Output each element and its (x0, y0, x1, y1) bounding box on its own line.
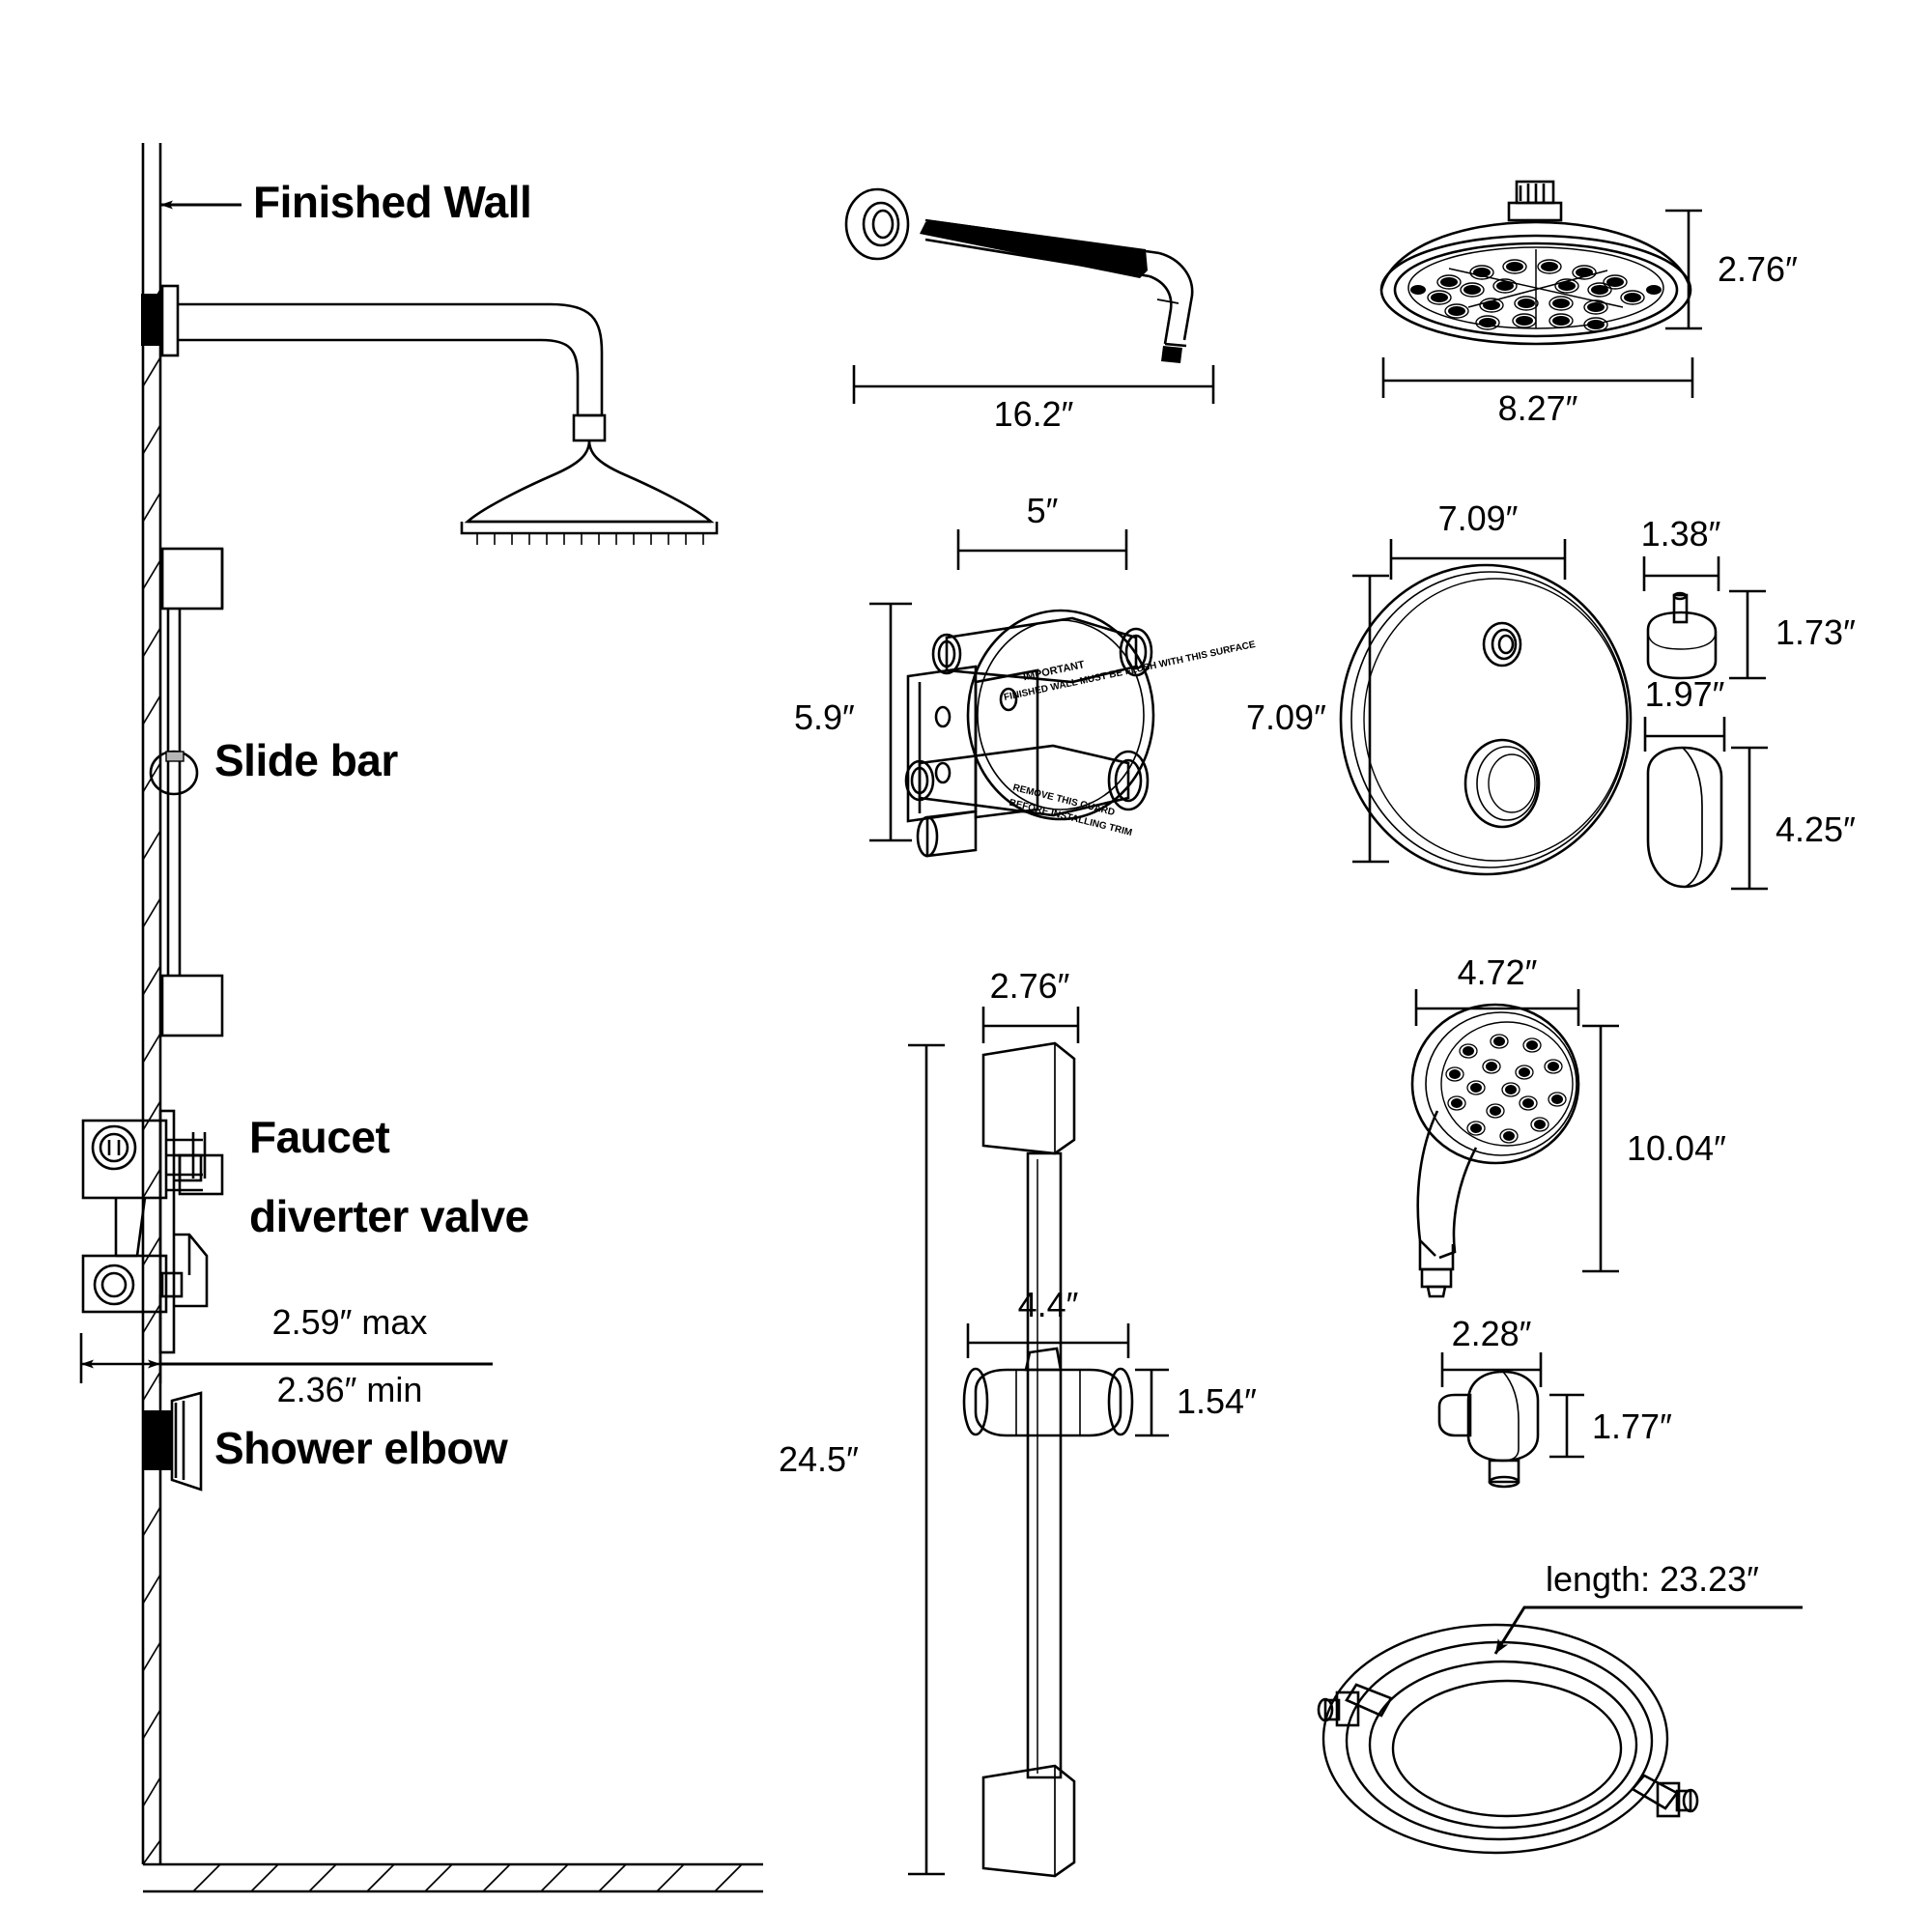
rain-shower-head-iso (1379, 180, 1692, 346)
dim-label-lever-height: 4.25″ (1776, 810, 1856, 849)
finished-wall-section (141, 143, 763, 1893)
dim-label-trim-plate-width: 7.09″ (1437, 498, 1519, 538)
slide-bar-elevation (149, 547, 224, 1037)
callout-shower-elbow: Shower elbow (214, 1423, 508, 1473)
dim-label-valve-width: 5″ (1026, 491, 1059, 530)
faucet-diverter-valve-elevation (81, 1109, 224, 1354)
dim-slide-bar-length (908, 1043, 945, 1876)
shower-hose-iso (1317, 1623, 1699, 1855)
callout-faucet-line1: Faucet (249, 1112, 390, 1162)
dim-handheld-length (1582, 1024, 1619, 1273)
hose-leader (1493, 1605, 1803, 1655)
dim-lever-height (1731, 746, 1768, 891)
dim-elbow-width (1440, 1352, 1543, 1387)
dim-label-slide-bar-length: 24.5″ (779, 1439, 859, 1479)
rough-in-valve-iso (904, 609, 1155, 858)
lever-handle-iso (1646, 746, 1723, 889)
dim-label-rain-head-height: 2.76″ (1718, 249, 1798, 289)
dim-handheld-width (1414, 989, 1580, 1026)
dim-label-trim-plate-height: 7.09″ (1246, 697, 1326, 737)
shower-elbow-elevation (143, 1391, 203, 1492)
dim-slider-width (966, 1323, 1130, 1358)
dim-slider-height (1135, 1368, 1169, 1437)
rain-head-elevation (460, 440, 719, 545)
diverter-knob-iso (1646, 591, 1718, 680)
dim-label-slider-height: 1.54″ (1177, 1381, 1257, 1421)
dim-rain-head-width (1381, 357, 1694, 398)
dim-rain-head-height (1665, 209, 1702, 330)
dim-label-lever-width: 1.97″ (1644, 674, 1725, 714)
dim-lever-width (1643, 717, 1726, 752)
callout-faucet-line2: diverter valve (249, 1191, 529, 1241)
dim-label-wall-min: 2.36″ min (276, 1370, 423, 1409)
dim-valve-width (956, 529, 1128, 570)
dim-slide-bracket-width (981, 1007, 1080, 1043)
dim-label-handheld-length: 10.04″ (1627, 1128, 1726, 1168)
dim-label-elbow-height: 1.77″ (1592, 1406, 1672, 1446)
dim-trim-plate-width (1389, 539, 1567, 580)
wall-depth-dimension (79, 1294, 493, 1383)
dim-label-knob-height: 1.73″ (1776, 612, 1856, 652)
dim-shower-arm-length (852, 365, 1215, 404)
callout-slide-bar: Slide bar (214, 735, 398, 785)
dim-knob-width (1642, 556, 1720, 591)
dim-label-valve-height: 5.9″ (794, 697, 855, 737)
handheld-shower-iso (1410, 1003, 1580, 1298)
dim-label-slide-bracket-width: 2.76″ (989, 966, 1070, 1006)
shower-arm-elevation (141, 284, 607, 442)
callout-finished-wall: Finished Wall (253, 177, 532, 227)
dim-trim-plate-height (1352, 574, 1389, 864)
dim-label-slider-width: 4.4″ (1017, 1285, 1079, 1324)
shower-arm-exploded (844, 187, 1194, 363)
dim-valve-height (869, 602, 912, 842)
dim-label-rain-head-width: 8.27″ (1497, 388, 1578, 428)
wall-supply-elbow-iso (1437, 1370, 1540, 1489)
dim-label-wall-max: 2.59″ max (271, 1302, 428, 1342)
dim-label-elbow-width: 2.28″ (1451, 1314, 1532, 1353)
slide-bar-part-iso (962, 1041, 1134, 1878)
dim-label-handheld-width: 4.72″ (1457, 952, 1538, 992)
dim-label-hose-length: length: 23.23″ (1546, 1559, 1759, 1599)
dim-label-knob-width: 1.38″ (1640, 514, 1721, 554)
trim-plate-iso (1339, 563, 1633, 876)
dim-elbow-height (1549, 1393, 1584, 1459)
dim-label-shower-arm-length: 16.2″ (993, 394, 1074, 434)
dim-knob-height (1729, 589, 1766, 680)
